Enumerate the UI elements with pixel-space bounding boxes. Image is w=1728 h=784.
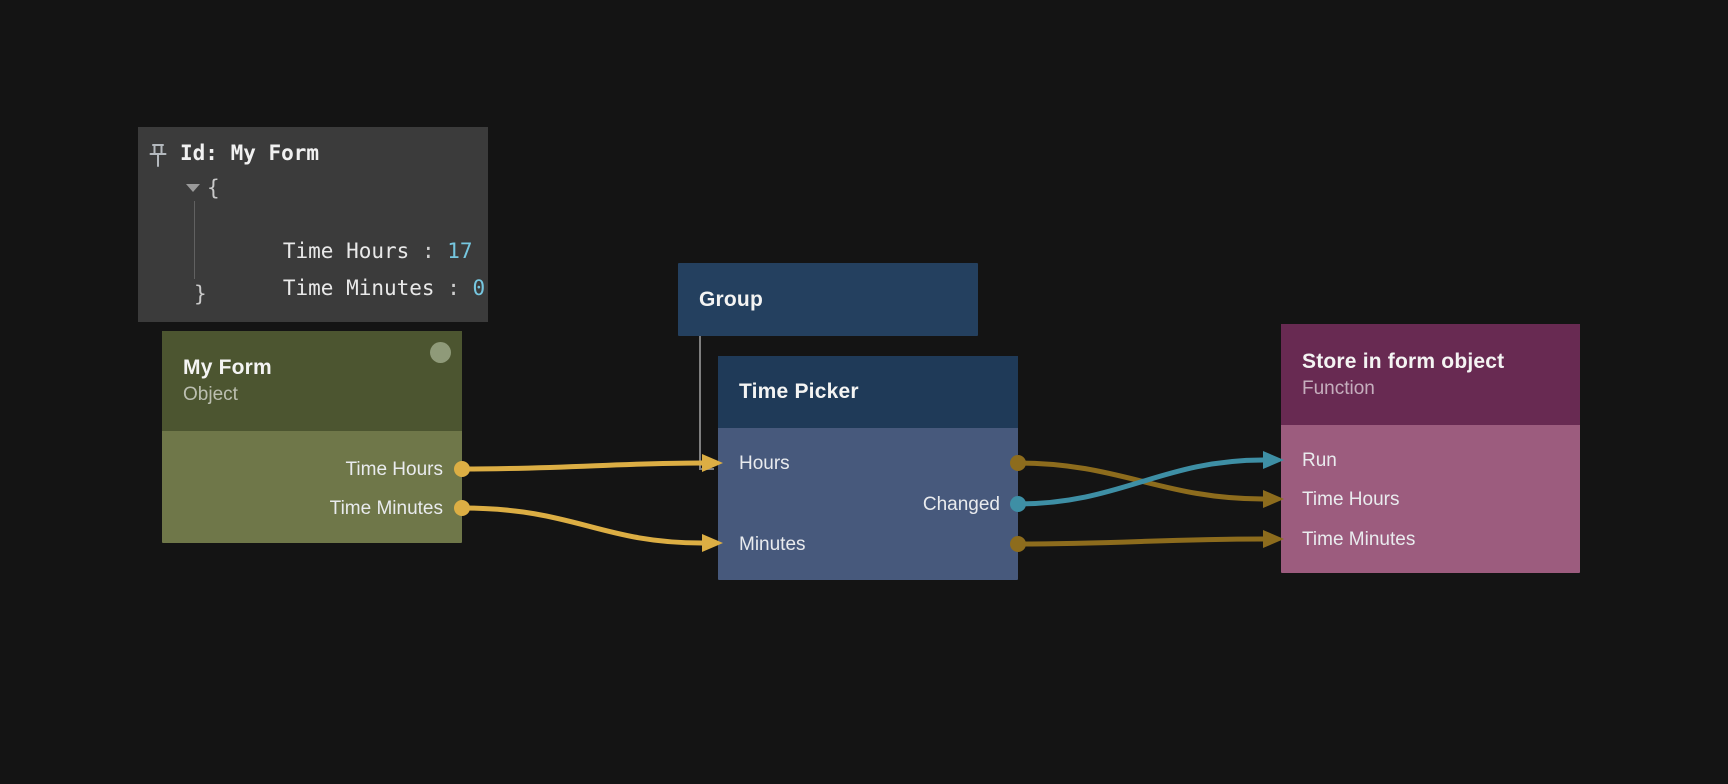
entry-key: Time Hours	[282, 239, 410, 263]
inspector-title: Id: My Form	[180, 141, 320, 165]
entry-separator: :	[409, 239, 448, 263]
output-port-time-hours[interactable]: Time Hours	[345, 459, 443, 480]
input-port-time-hours[interactable]: Time Hours	[1302, 489, 1400, 510]
pinned-inspector-panel: Id: My Form { Time Hours : 17 Time Minut…	[138, 127, 488, 322]
wire-timehours-to-hours[interactable]	[461, 460, 703, 472]
node-title: My Form	[183, 356, 272, 379]
node-subtitle: Function	[1302, 377, 1375, 399]
input-port-minutes[interactable]: Minutes	[739, 534, 806, 555]
node-time-picker[interactable]: Time Picker Hours Changed Minutes	[718, 356, 1018, 580]
node-title: Time Picker	[739, 380, 859, 403]
wire-changed-to-run[interactable]	[1017, 457, 1264, 507]
triangle-down-icon[interactable]	[186, 184, 200, 192]
node-title: Group	[699, 287, 763, 311]
entry-separator: :	[434, 276, 473, 300]
node-my-form[interactable]: My Form Object Time Hours Time Minutes	[162, 331, 462, 543]
input-port-time-minutes[interactable]: Time Minutes	[1302, 529, 1416, 550]
entry-key: Time Minutes	[282, 276, 435, 300]
brace-close: }	[194, 282, 207, 306]
wire-timeminutes-to-minutes[interactable]	[461, 505, 703, 546]
pushpin-icon[interactable]	[148, 142, 168, 168]
output-port-changed[interactable]: Changed	[922, 494, 1000, 515]
inspector-entry: Time Minutes : 0	[207, 249, 485, 300]
node-group-header[interactable]: Group	[678, 263, 978, 336]
wire-hours-to-timehours[interactable]	[1017, 460, 1264, 502]
group-attachment-line	[699, 336, 714, 470]
node-subtitle: Object	[183, 384, 238, 405]
brace-open: {	[207, 176, 220, 200]
tree-guide-line	[194, 201, 195, 279]
wire-minutes-to-timeminutes[interactable]	[1017, 536, 1264, 547]
entry-value: 17	[447, 239, 473, 263]
entry-value: 0	[472, 276, 486, 300]
node-store-in-form-object[interactable]: Store in form object Function Run Time H…	[1281, 324, 1580, 573]
node-my-form-header[interactable]: My Form Object	[162, 331, 462, 431]
output-port-time-minutes[interactable]: Time Minutes	[329, 498, 443, 519]
node-store-header[interactable]: Store in form object Function	[1281, 324, 1580, 425]
input-port-run[interactable]: Run	[1302, 450, 1337, 471]
node-time-picker-header[interactable]: Time Picker	[718, 356, 1018, 428]
node-title: Store in form object	[1302, 349, 1505, 373]
node-status-dot	[430, 342, 451, 363]
input-port-hours[interactable]: Hours	[739, 453, 790, 474]
node-group[interactable]: Group	[678, 263, 978, 336]
inspector-entry: Time Hours : 17	[207, 212, 473, 263]
